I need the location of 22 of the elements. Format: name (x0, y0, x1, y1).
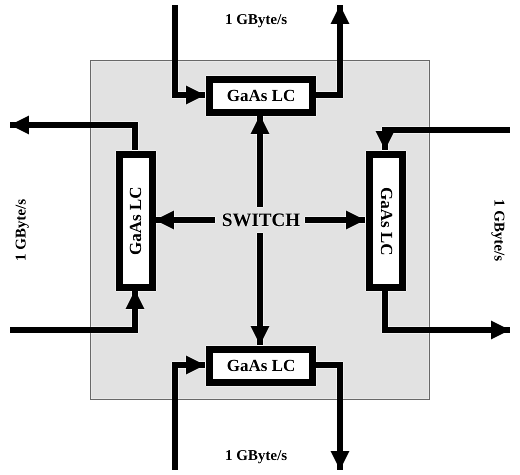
arrow (315, 5, 350, 98)
arrow (172, 5, 205, 105)
rate-label: 1 GByte/s (225, 12, 288, 29)
rate-label: 1 GByte/s (225, 448, 288, 465)
arrow (155, 210, 215, 230)
rate-label: 1 GByte/s (490, 198, 506, 262)
arrow (305, 210, 365, 230)
arrow (382, 290, 510, 340)
line-card-box: GaAs LC (206, 346, 316, 386)
line-card-box: GaAs LC (366, 151, 406, 291)
rate-label: 1 GByte/s (14, 198, 30, 262)
line-card-box: GaAs LC (116, 151, 156, 291)
line-card-box: GaAs LC (206, 76, 316, 116)
shaded-panel (90, 60, 430, 400)
arrow (315, 362, 350, 470)
arrow (250, 233, 270, 345)
arrow (250, 115, 270, 207)
arrow (10, 290, 145, 333)
arrow (375, 127, 510, 150)
arrow (172, 355, 205, 470)
arrow (10, 115, 138, 150)
switch-label: SWITCH (216, 208, 306, 234)
